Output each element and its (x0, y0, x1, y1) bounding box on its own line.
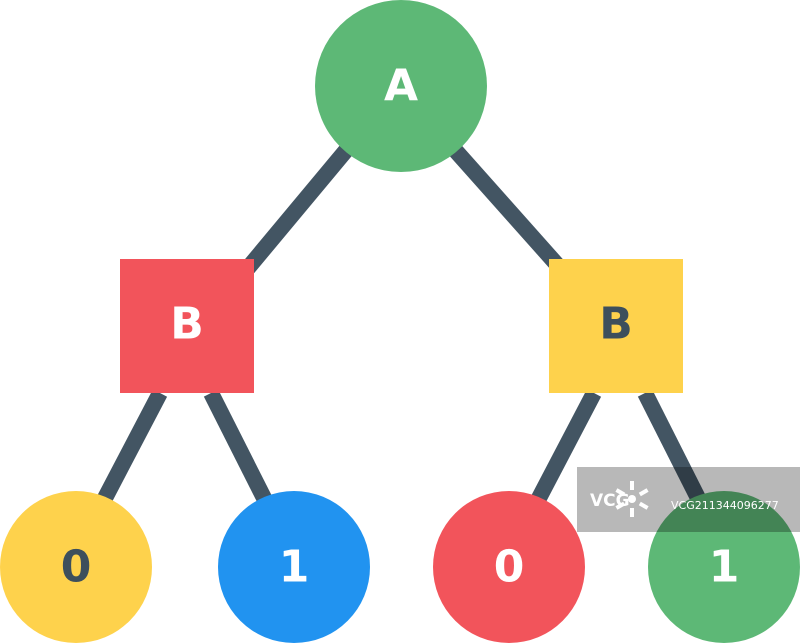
leaf-node-2: 1 (218, 491, 370, 643)
node-root-label: A (384, 61, 418, 112)
node-left-b-label: B (170, 299, 204, 350)
node-root-shape (315, 0, 487, 172)
leaf-node-3-label: 0 (494, 542, 525, 593)
watermark-backdrop (577, 467, 800, 532)
node-left-b: B (120, 259, 254, 393)
leaf-node-4-label: 1 (709, 542, 740, 593)
edge-root-left (241, 142, 355, 274)
leaf-node-1-label: 0 (61, 542, 92, 593)
leaf-node-3: 0 (433, 491, 585, 643)
node-right-b-shape (549, 259, 683, 393)
watermark-id: VCG211344096277 (671, 499, 779, 512)
node-right-b: B (549, 259, 683, 393)
edge-root-right (449, 144, 566, 274)
leaf-node-1: 0 (0, 491, 152, 643)
leaf-node-2-label: 1 (279, 542, 310, 593)
edges (96, 142, 707, 504)
edge-left-leaf2 (203, 389, 273, 504)
node-root: A (315, 0, 487, 172)
edge-right-leaf4 (637, 389, 707, 504)
edge-right-leaf3 (530, 389, 602, 504)
leaf-node-2-shape (218, 491, 370, 643)
edge-left-leaf1 (96, 389, 168, 504)
node-right-b-label: B (599, 299, 633, 350)
leaf-node-1-shape (0, 491, 152, 643)
leaf-node-4-shape (648, 491, 800, 643)
node-left-b-shape (120, 259, 254, 393)
watermark-logo-icon (615, 481, 649, 517)
leaf-node-4: 1 (648, 491, 800, 643)
watermark: VCG VCG211344096277 (577, 467, 800, 532)
leaf-node-3-shape (433, 491, 585, 643)
